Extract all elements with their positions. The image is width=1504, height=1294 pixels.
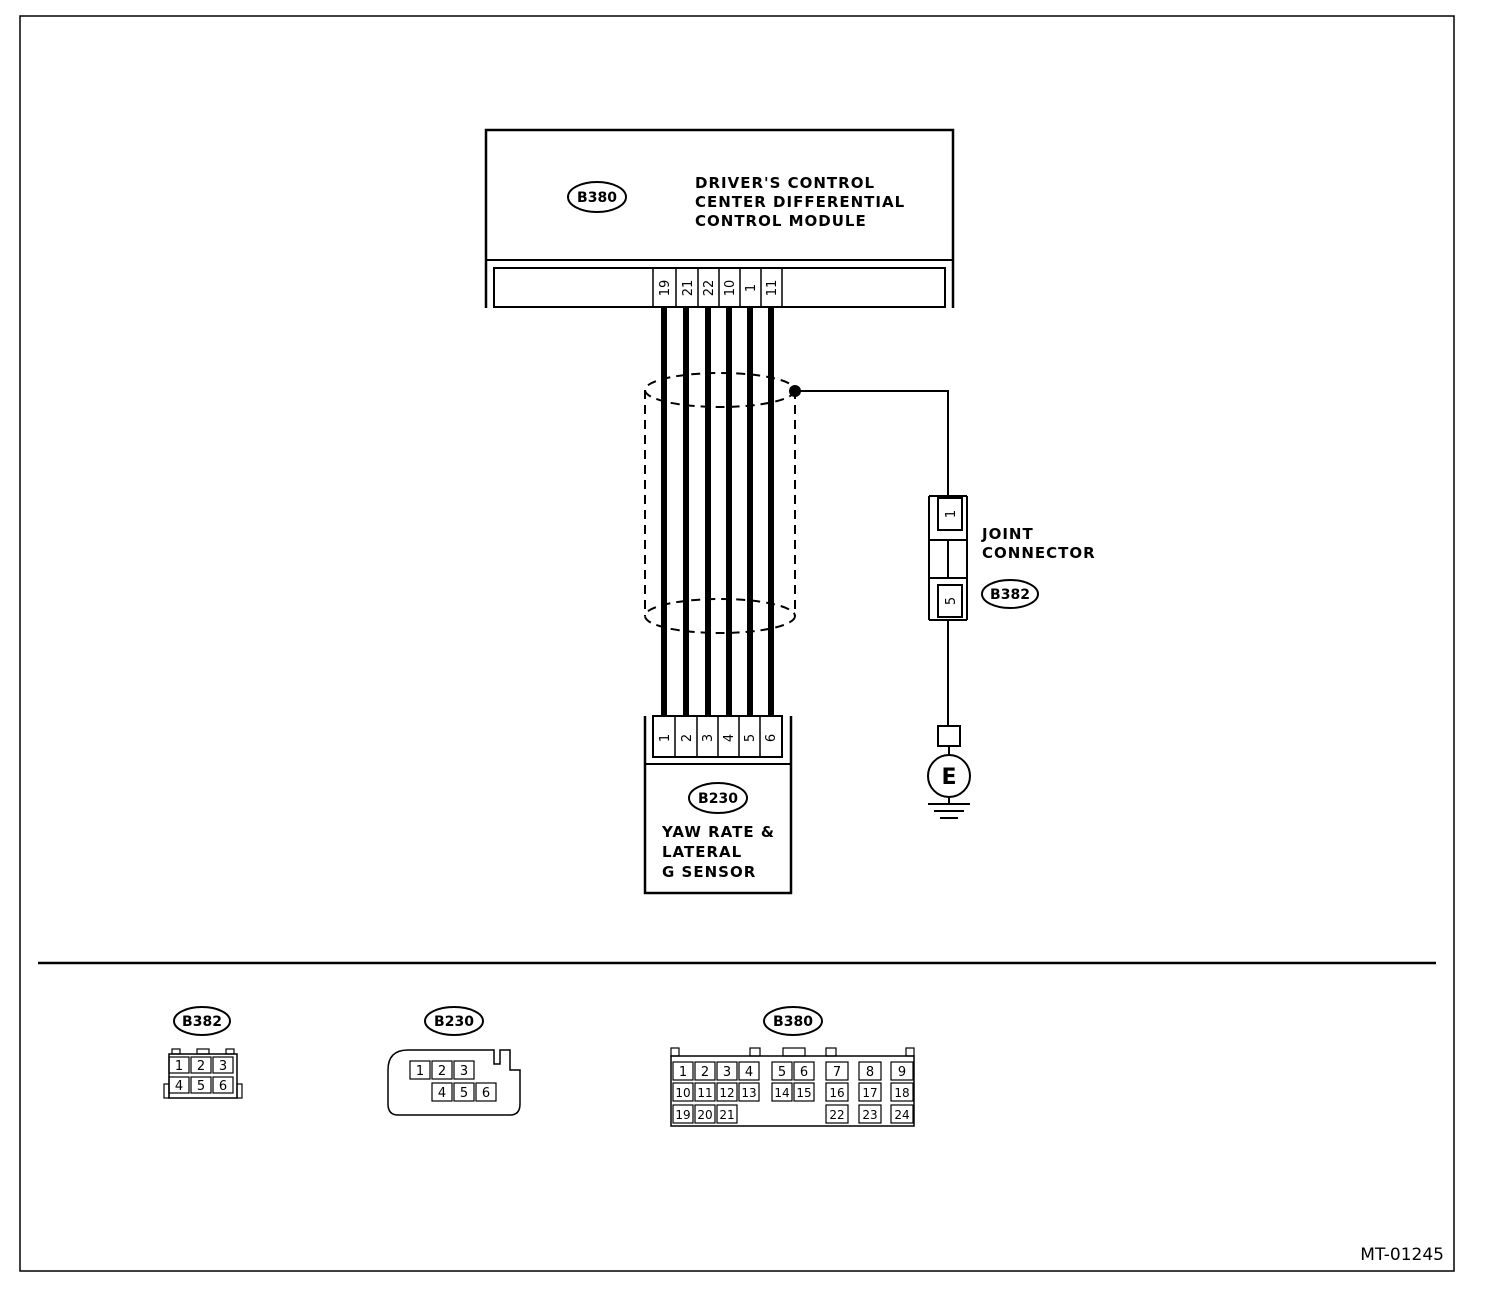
legend-b230-pin: 4 xyxy=(438,1086,446,1101)
joint-pin-top: 1 xyxy=(944,510,959,518)
sensor-label-line-2: LATERAL xyxy=(662,843,742,861)
module-pin-label: 19 xyxy=(658,280,673,297)
legend-b380-pin: 1 xyxy=(679,1065,687,1080)
module-label-line-2: CENTER DIFFERENTIAL xyxy=(695,193,905,211)
module-connector-id: B380 xyxy=(577,190,617,206)
legend-b230-pin: 5 xyxy=(460,1086,468,1101)
legend-b380-pin: 11 xyxy=(697,1086,712,1100)
legend-b382-pin: 4 xyxy=(175,1079,183,1094)
sensor-label-line-1: YAW RATE & xyxy=(661,823,775,841)
sensor-pin-label: 3 xyxy=(701,734,716,742)
legend-b382-pin: 3 xyxy=(219,1059,227,1074)
legend-b380-pin: 19 xyxy=(675,1108,690,1122)
legend-b380-pin: 9 xyxy=(898,1065,906,1080)
sensor-pin-label: 5 xyxy=(743,734,758,742)
ground-symbol: E xyxy=(927,725,971,819)
joint-pin-bottom: 5 xyxy=(944,597,959,605)
legend-b380-pin: 16 xyxy=(829,1086,844,1100)
legend-b380-pin: 17 xyxy=(862,1086,877,1100)
legend-b380-pin: 10 xyxy=(675,1086,690,1100)
legend-b380-pin: 18 xyxy=(894,1086,909,1100)
legend-b382-pin: 6 xyxy=(219,1079,227,1094)
module-label-line-3: CONTROL MODULE xyxy=(695,212,867,230)
legend-b380-pin: 8 xyxy=(866,1065,874,1080)
sensor-pin-label: 6 xyxy=(764,734,779,742)
yaw-rate-sensor: 1 2 3 4 5 6 B230 YAW RATE & LATERAL G SE… xyxy=(643,715,793,895)
module-pin-label: 21 xyxy=(681,280,696,297)
module-pin-label: 1 xyxy=(744,284,759,292)
sensor-connector-id: B230 xyxy=(698,791,738,807)
sensor-pin-label: 4 xyxy=(722,734,737,742)
legend-b382: B382 1 2 3 4 5 6 xyxy=(163,1006,243,1099)
sensor-pin-label: 2 xyxy=(680,734,695,742)
legend-b380-pin: 15 xyxy=(796,1086,811,1100)
legend-b380-pin: 5 xyxy=(778,1065,786,1080)
legend-b382-pin: 1 xyxy=(175,1059,183,1074)
legend-b380-pin: 4 xyxy=(745,1065,753,1080)
legend-b230-id: B230 xyxy=(434,1014,474,1030)
legend-b380-pin: 2 xyxy=(701,1065,709,1080)
legend-b230-pin: 6 xyxy=(482,1086,490,1101)
joint-label-line-2: CONNECTOR xyxy=(982,544,1096,562)
harness-wires xyxy=(661,308,774,716)
legend-b380-pin: 3 xyxy=(723,1065,731,1080)
joint-connector: 1 5 JOINT CONNECTOR B382 xyxy=(928,495,1096,621)
legend-b380-pin: 14 xyxy=(774,1086,789,1100)
legend-b380-id: B380 xyxy=(773,1014,813,1030)
legend-b380-pin: 20 xyxy=(697,1108,712,1122)
legend-b380-pin: 24 xyxy=(894,1108,909,1122)
module-pin-label: 10 xyxy=(723,280,738,297)
legend-b380-pin: 21 xyxy=(719,1108,734,1122)
legend-b380: B380 1 2 3 4 xyxy=(670,1006,915,1127)
ground-label: E xyxy=(941,765,956,790)
legend-b230-pin: 3 xyxy=(460,1064,468,1079)
legend-b230: B230 1 2 3 4 5 6 xyxy=(387,1006,521,1116)
outer-frame xyxy=(19,15,1455,1272)
legend-b230-pin: 1 xyxy=(416,1064,424,1079)
legend-b380-pin: 12 xyxy=(719,1086,734,1100)
module-pin-label: 11 xyxy=(765,280,780,297)
legend-b382-pin: 5 xyxy=(197,1079,205,1094)
legend-b380-pin: 6 xyxy=(800,1065,808,1080)
legend-b380-pin: 7 xyxy=(833,1065,841,1080)
legend-b380-pin: 13 xyxy=(741,1086,756,1100)
legend-b230-pin: 2 xyxy=(438,1064,446,1079)
legend-b380-pin: 23 xyxy=(862,1108,877,1122)
sensor-label-line-3: G SENSOR xyxy=(662,863,756,881)
figure-code: MT-01245 xyxy=(1360,1245,1444,1265)
shield-drain-wire xyxy=(795,390,949,496)
module-pin-label: 22 xyxy=(702,280,717,297)
sensor-pin-label: 1 xyxy=(658,734,673,742)
module-label-line-1: DRIVER'S CONTROL xyxy=(695,174,875,192)
legend-b380-pin: 22 xyxy=(829,1108,844,1122)
joint-connector-id: B382 xyxy=(990,587,1030,603)
joint-label-line-1: JOINT xyxy=(981,525,1034,543)
legend-b382-id: B382 xyxy=(182,1014,222,1030)
control-module: B380 DRIVER'S CONTROL CENTER DIFFERENTIA… xyxy=(484,128,955,308)
legend-b382-pin: 2 xyxy=(197,1059,205,1074)
